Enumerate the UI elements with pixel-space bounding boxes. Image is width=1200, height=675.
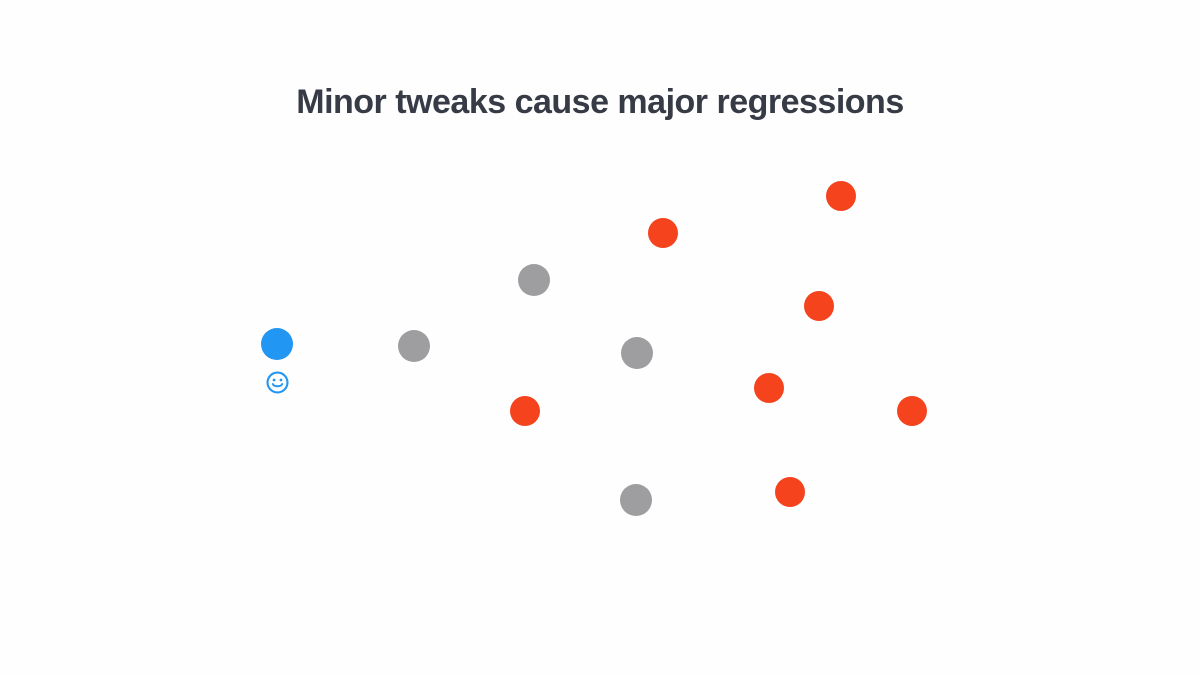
smiley-face-icon [265,370,289,394]
gray-dot-4 [620,484,652,516]
orange-dot-6 [510,396,540,426]
gray-dot-3 [621,337,653,369]
orange-dot-1 [648,218,678,248]
blue-dot [261,328,293,360]
orange-dot-2 [826,181,856,211]
gray-dot-2 [518,264,550,296]
orange-dot-5 [897,396,927,426]
orange-dot-4 [754,373,784,403]
slide-title: Minor tweaks cause major regressions [296,83,904,121]
gray-dot-1 [398,330,430,362]
orange-dot-3 [804,291,834,321]
orange-dot-7 [775,477,805,507]
